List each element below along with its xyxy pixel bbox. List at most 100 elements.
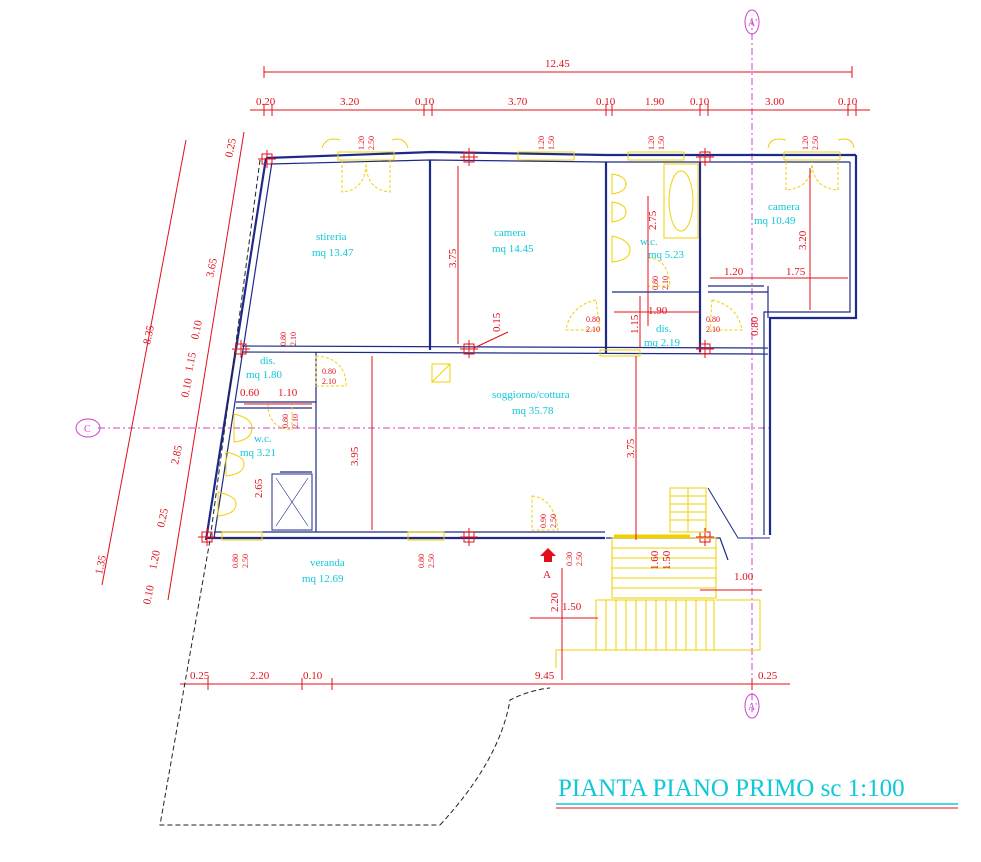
door-ver2-height: 2.50 [427, 554, 436, 568]
door-entry-width: 0.90 [539, 514, 548, 528]
door-dis1-width: 0.80 [586, 315, 600, 324]
dim-left-010a: 0.10 [189, 319, 205, 341]
dim-1-20: 1.20 [147, 549, 163, 571]
dim-3-75-left: 3.75 [447, 248, 459, 268]
room-veranda-area: mq 12.69 [302, 573, 344, 585]
dim-1-15: 1.15 [183, 351, 199, 373]
structural-columns [198, 148, 714, 546]
dim-top-2: 3.20 [340, 96, 360, 108]
door-wcl-width: 0.80 [281, 414, 290, 428]
dim-top-4: 3.70 [508, 96, 528, 108]
door-dis2-width: 0.80 [706, 315, 720, 324]
dim-left-010c: 0.10 [141, 584, 157, 606]
dim-1-00: 1.00 [734, 571, 754, 583]
walls [159, 150, 858, 826]
dim-top-3: 0.10 [415, 96, 435, 108]
dim-top-9: 0.10 [838, 96, 858, 108]
window-2-width: 1.20 [537, 136, 546, 150]
dim-top-5: 0.10 [596, 96, 616, 108]
dim-bottom-1: 0.25 [190, 670, 210, 682]
door-entry-height: 2.50 [549, 514, 558, 528]
dim-2-65: 2.65 [253, 478, 265, 498]
dim-bottom-3: 0.10 [303, 670, 323, 682]
door-disl2-height: 2.10 [322, 377, 336, 386]
dim-1-60: 1.60 [649, 550, 661, 570]
dim-1-75: 1.75 [786, 266, 806, 278]
dim-1-50-b: 1.50 [661, 550, 673, 570]
room-dis-center-name: dis. [656, 323, 672, 335]
door-wcl-height: 2.10 [291, 414, 300, 428]
room-camera-1-area: mq 14.45 [492, 243, 534, 255]
dim-3-95: 3.95 [349, 446, 361, 466]
dim-1-35: 1.35 [93, 554, 109, 576]
dim-2-85: 2.85 [169, 444, 185, 466]
dim-1-90-inner: 1.90 [648, 305, 668, 317]
door-dis2-height: 2.10 [706, 325, 720, 334]
room-camera-1-name: camera [494, 227, 526, 239]
dim-1-20-inner: 1.20 [724, 266, 744, 278]
room-dis-left-area: mq 1.80 [246, 369, 283, 381]
dim-3-20: 3.20 [797, 230, 809, 250]
window-4-width: 1.20 [801, 136, 810, 150]
room-wc-top-name: w.c. [640, 236, 658, 248]
dim-top-1: 0.20 [256, 96, 276, 108]
entrance-marker: A [540, 548, 556, 581]
section-mark-left [75, 418, 101, 438]
dim-top-7: 0.10 [690, 96, 710, 108]
door-entry2-height: 2.50 [575, 552, 584, 566]
top-dimension-total: 12.45 [263, 58, 853, 78]
window-3-height: 1.50 [657, 136, 666, 150]
window-2-height: 1.50 [547, 136, 556, 150]
room-dis-center-area: mq 2.19 [644, 337, 681, 349]
section-label-a-bottom: A' [748, 702, 757, 713]
dim-8-35: 8.35 [141, 324, 157, 346]
room-camera-2-area: mq 10.49 [754, 215, 796, 227]
drawing-title: PIANTA PIANO PRIMO sc 1:100 [556, 775, 958, 809]
room-wc-left-area: mq 3.21 [240, 447, 276, 459]
room-wc-left-name: w.c. [254, 433, 272, 445]
room-camera-2-name: camera [768, 201, 800, 213]
door-wc-width: 0.80 [651, 276, 660, 290]
room-veranda-name: veranda [310, 557, 345, 569]
dim-1-15-inner: 1.15 [629, 314, 641, 334]
door-disl2-width: 0.80 [322, 367, 336, 376]
dim-0-15: 0.15 [491, 312, 503, 332]
dim-bottom-5: 0.25 [758, 670, 778, 682]
window-4-height: 2.50 [811, 136, 820, 150]
interior-dimension-lines [244, 166, 848, 680]
door-ver2-width: 0.80 [417, 554, 426, 568]
door-dis1-height: 2.10 [586, 325, 600, 334]
section-mark-top [744, 9, 760, 35]
dim-3-65: 3.65 [204, 257, 220, 279]
section-mark-bottom [744, 693, 760, 719]
interior-dimension-text: 3.75 3.75 3.95 0.15 2.75 3.20 1.20 1.75 … [240, 210, 809, 613]
dim-top-6: 1.90 [645, 96, 665, 108]
entrance-arrow-icon [540, 548, 556, 562]
dim-left-025a: 0.25 [223, 137, 239, 159]
dim-1-10: 1.10 [278, 387, 298, 399]
plan-title: PIANTA PIANO PRIMO sc 1:100 [558, 775, 905, 802]
dim-bottom-2: 2.20 [250, 670, 270, 682]
dim-0-60: 0.60 [240, 387, 260, 399]
room-soggiorno-area: mq 35.78 [512, 405, 554, 417]
dim-3-75-right: 3.75 [625, 438, 637, 458]
door-entry2-width: 0.30 [565, 552, 574, 566]
dim-bottom-4: 9.45 [535, 670, 555, 682]
entrance-label: A [543, 569, 551, 581]
opening-labels: 1.20 2.50 1.20 1.50 1.20 1.50 1.20 2.50 … [231, 136, 820, 568]
door-ver1-height: 2.50 [241, 554, 250, 568]
room-dis-left-name: dis. [260, 355, 276, 367]
left-dimension-chains: 8.35 0.25 3.65 0.10 1.15 0.10 2.85 0.25 … [93, 131, 245, 606]
section-label-c: C [84, 424, 91, 435]
window-1-width: 1.20 [357, 136, 366, 150]
dim-left-010b: 0.10 [179, 377, 195, 399]
openings [217, 138, 855, 668]
room-wc-top-area: mq 5.23 [648, 249, 685, 261]
dim-2-75: 2.75 [647, 210, 659, 230]
room-stireria-name: stireria [316, 231, 347, 243]
bottom-dimension-chain: 0.25 2.20 0.10 9.45 0.25 [180, 670, 790, 690]
window-1-height: 2.50 [367, 136, 376, 150]
dim-2-20: 2.20 [549, 592, 561, 612]
door-disl-height: 2.10 [289, 332, 298, 346]
dim-12-45: 12.45 [545, 58, 570, 70]
